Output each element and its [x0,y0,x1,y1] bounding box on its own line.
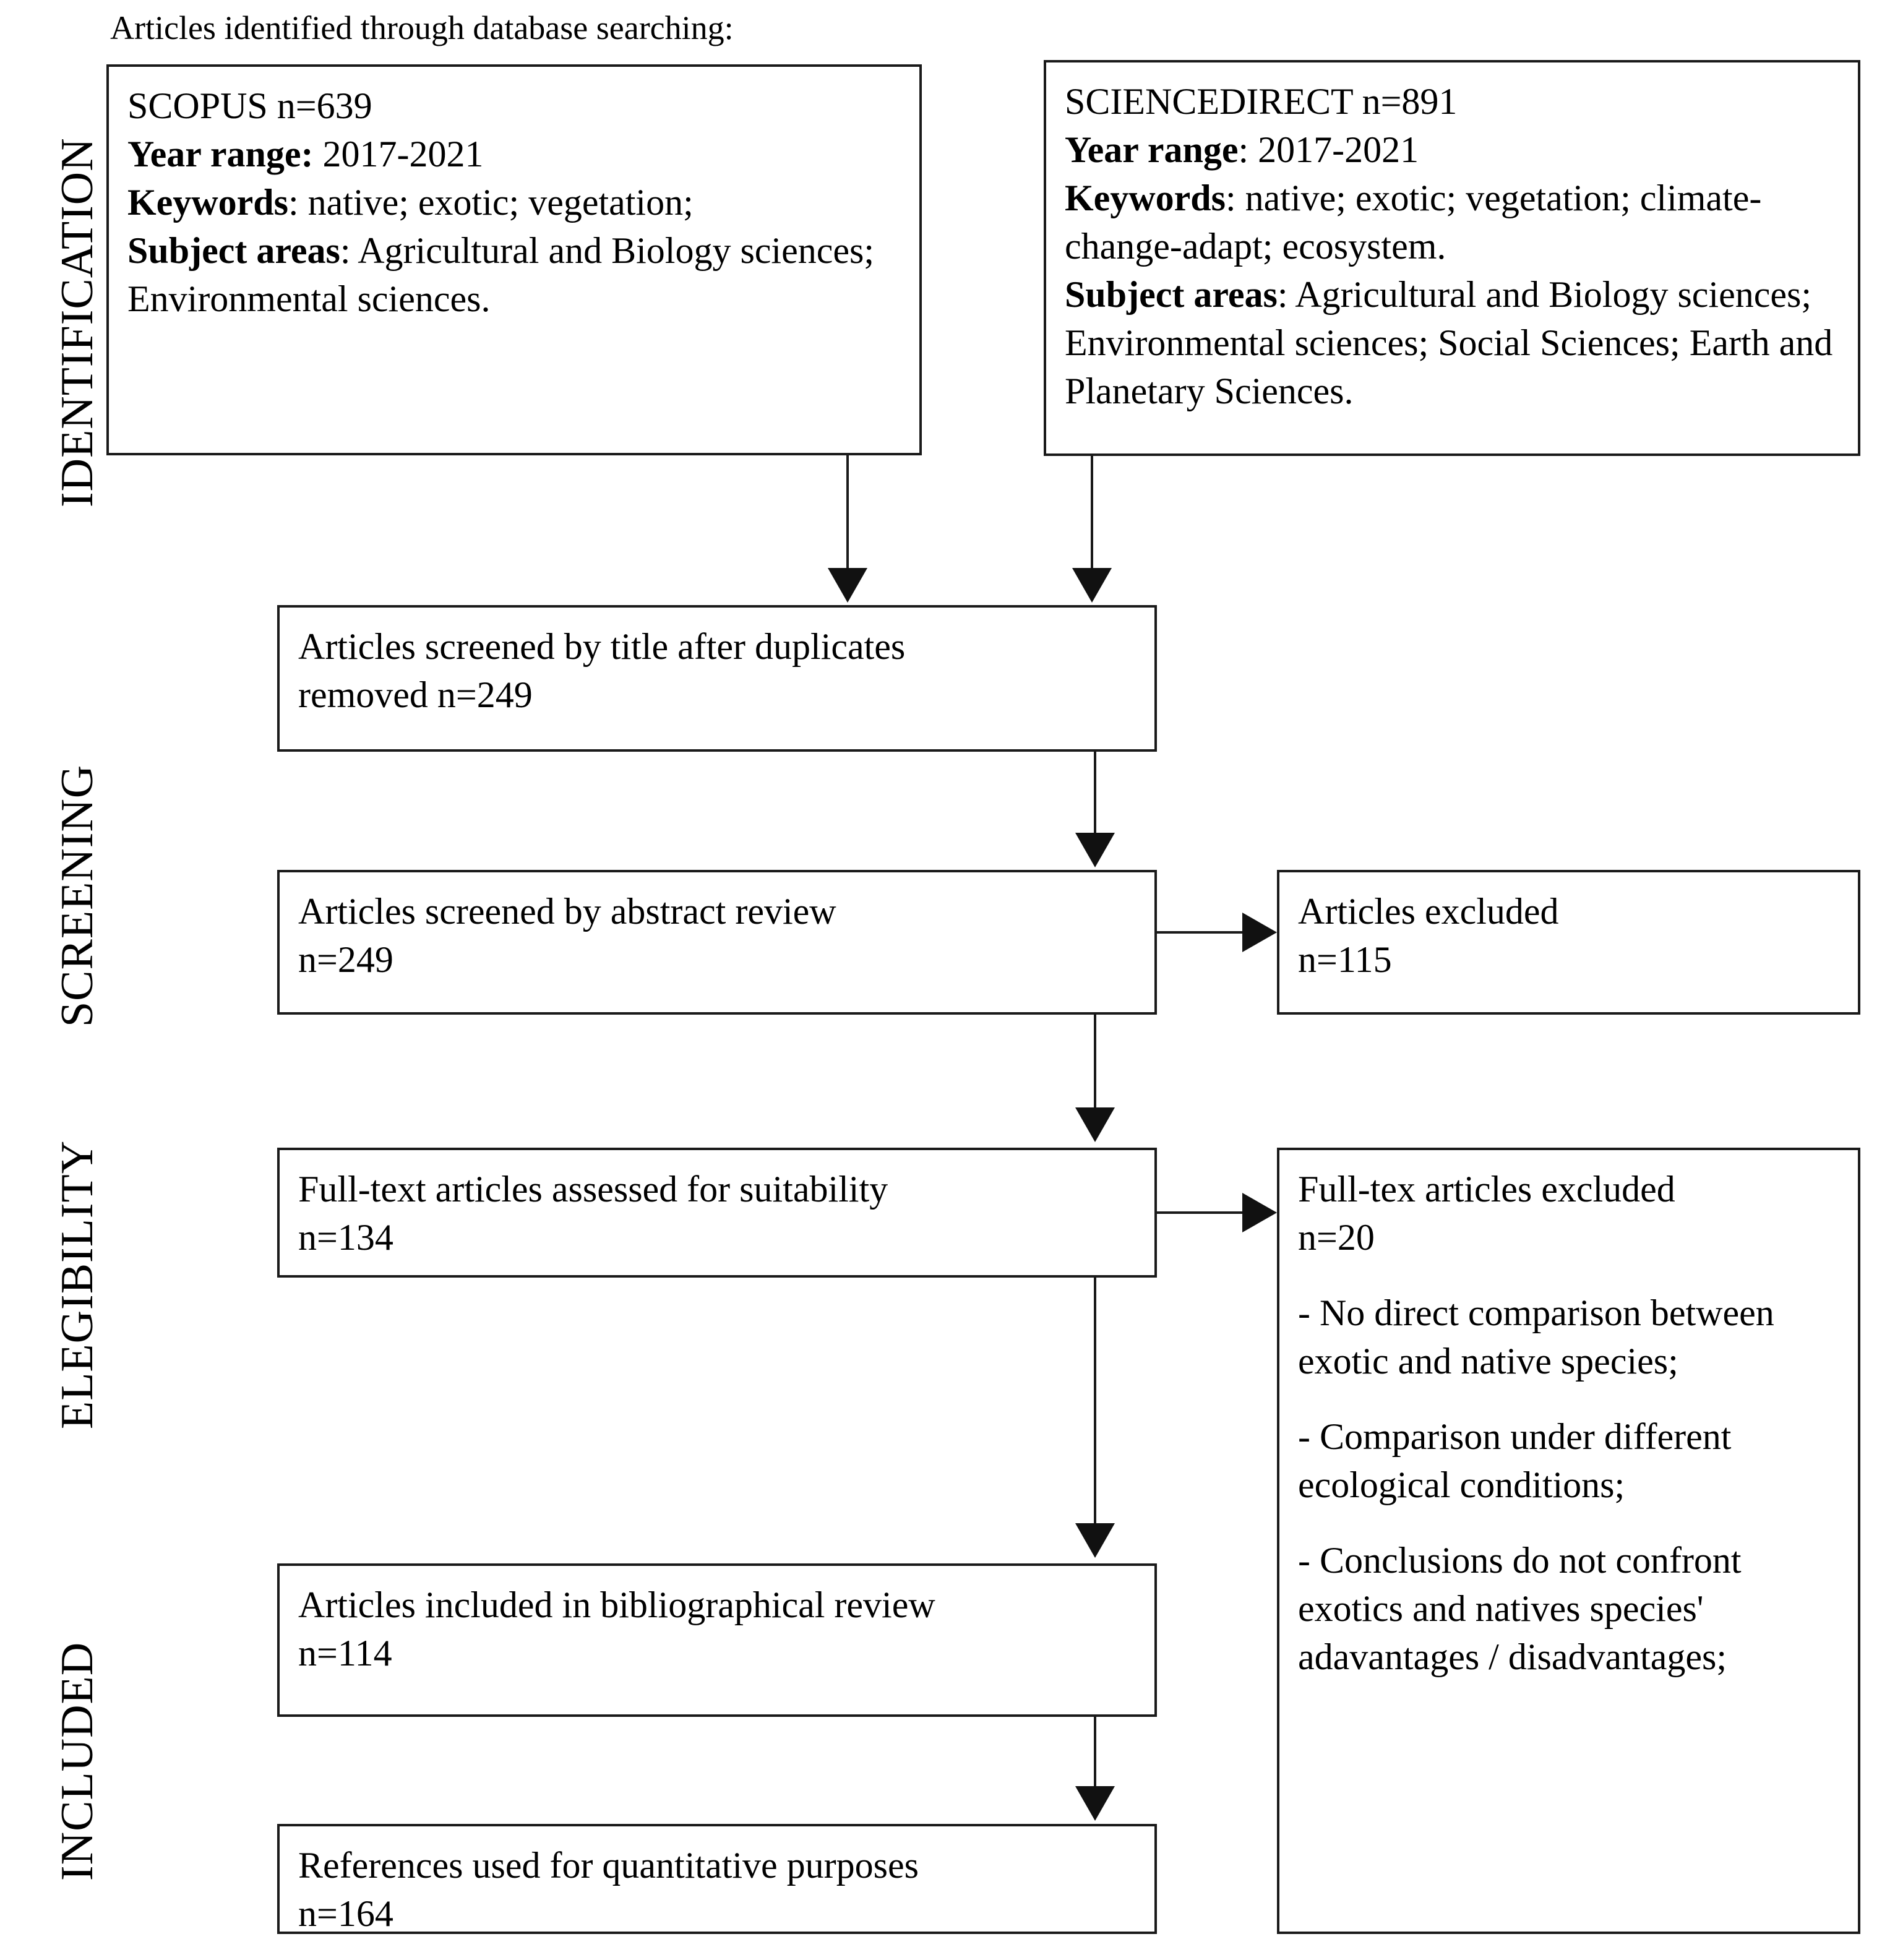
fulltext-excluded-line1: Full-tex articles excluded [1298,1169,1675,1210]
arrow-abstract-to-excluded-icon [1242,913,1277,952]
sciencedirect-subject-value: : Agricultural and Biology sciences; Env… [1065,274,1833,411]
included-review-line1: Articles included in bibliographical rev… [298,1584,935,1625]
fulltext-excluded-reason-3: - Conclusions do not confront exotics an… [1298,1540,1742,1677]
sciencedirect-subject-label: Subject areas [1065,274,1278,315]
sciencedirect-year: Year range: 2017-2021 [1065,126,1839,174]
box-fulltext-assessed: Full-text articles assessed for suitabil… [277,1148,1157,1278]
connector-scopus-to-screened [846,455,849,570]
sciencedirect-keywords: Keywords: native; exotic; vegetation; cl… [1065,174,1839,270]
screened-title-line1: Articles screened by title after duplica… [298,626,906,667]
scopus-subject-label: Subject areas [127,230,340,271]
scopus-keywords-label: Keywords [127,182,288,223]
sciencedirect-count: SCIENCEDIRECT n=891 [1065,81,1458,122]
arrow-scopus-to-screened-icon [828,568,867,603]
references-quantitative-line1: References used for quantitative purpose… [298,1845,919,1886]
connector-title-to-abstract [1094,752,1096,835]
included-review-line2: n=114 [298,1633,392,1674]
scopus-year: Year range: 2017-2021 [127,130,901,178]
screened-abstract-line1: Articles screened by abstract review [298,891,836,932]
arrow-title-to-abstract-icon [1075,833,1115,867]
fulltext-excluded-reason-1: - No direct comparison between exotic an… [1298,1292,1774,1382]
box-fulltext-excluded: Full-tex articles excluded n=20 - No dir… [1277,1148,1860,1934]
box-articles-excluded: Articles excluded n=115 [1277,870,1860,1015]
stage-label-included: INCLUDED [52,1641,103,1881]
diagram-caption: Articles identified through database sea… [110,9,734,46]
stage-label-eligibility: ELEGIBILITY [52,1140,103,1429]
scopus-count: SCOPUS n=639 [127,85,372,126]
arrow-fulltext-to-excluded-icon [1242,1193,1277,1232]
references-quantitative-line2: n=164 [298,1893,393,1934]
box-scopus: SCOPUS n=639 Year range: 2017-2021 Keywo… [106,64,922,455]
box-screened-by-abstract: Articles screened by abstract review n=2… [277,870,1157,1015]
scopus-subject: Subject areas: Agricultural and Biology … [127,226,901,323]
stage-label-identification: IDENTIFICATION [52,137,103,507]
box-references-quantitative: References used for quantitative purpose… [277,1824,1157,1934]
sciencedirect-keywords-value: : native; exotic; vegetation; climate-ch… [1065,178,1762,267]
sciencedirect-year-value: : 2017-2021 [1238,129,1419,170]
stage-label-screening: SCREENING [52,764,103,1027]
arrow-abstract-to-fulltext-icon [1075,1107,1115,1142]
fulltext-excluded-line2: n=20 [1298,1217,1375,1258]
scopus-keywords-value: : native; exotic; vegetation; [288,182,694,223]
scopus-year-value: 2017-2021 [313,134,484,174]
connector-sciencedirect-to-screened [1091,456,1093,570]
fulltext-assessed-line1: Full-text articles assessed for suitabil… [298,1169,888,1210]
connector-abstract-to-fulltext [1094,1015,1096,1109]
connector-abstract-to-excluded [1157,931,1244,934]
articles-excluded-line2: n=115 [1298,939,1392,980]
box-screened-by-title: Articles screened by title after duplica… [277,605,1157,752]
box-sciencedirect: SCIENCEDIRECT n=891 Year range: 2017-202… [1044,60,1860,456]
fulltext-excluded-reason-2: - Comparison under different ecological … [1298,1416,1732,1505]
sciencedirect-year-label: Year range [1065,129,1239,170]
sciencedirect-subject: Subject areas: Agricultural and Biology … [1065,270,1839,415]
connector-fulltext-to-included [1094,1278,1096,1525]
connector-included-to-references [1094,1717,1096,1788]
scopus-year-label: Year range: [127,134,314,174]
arrow-fulltext-to-included-icon [1075,1523,1115,1558]
scopus-subject-value: : Agricultural and Biology sciences; Env… [127,230,875,319]
fulltext-assessed-line2: n=134 [298,1217,393,1258]
scopus-keywords: Keywords: native; exotic; vegetation; [127,178,901,226]
connector-fulltext-to-excluded [1157,1211,1244,1214]
arrow-sciencedirect-to-screened-icon [1072,568,1112,603]
screened-title-line2: removed n=249 [298,674,533,715]
box-included-review: Articles included in bibliographical rev… [277,1563,1157,1717]
arrow-included-to-references-icon [1075,1786,1115,1821]
articles-excluded-line1: Articles excluded [1298,891,1559,932]
sciencedirect-keywords-label: Keywords [1065,178,1226,218]
screened-abstract-line2: n=249 [298,939,393,980]
